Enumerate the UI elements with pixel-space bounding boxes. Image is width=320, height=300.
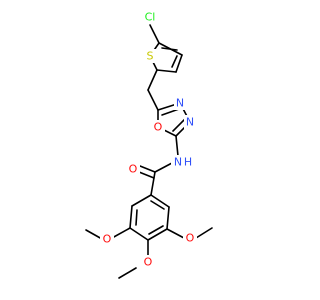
bond-benz-6-1 <box>150 194 170 208</box>
bond-carbonyl-o <box>139 165 156 173</box>
carbonyl-o-atom: O <box>126 162 140 176</box>
bond-carbonyl-ring <box>150 171 156 196</box>
bond-c4-c5-double <box>161 47 178 51</box>
bond-ring-ome-left <box>111 227 131 239</box>
methoxy-bottom-o-label: O <box>144 256 153 269</box>
methoxy-bottom-o-atom: O <box>141 255 155 269</box>
bond-carbonyl-o-double <box>138 171 155 179</box>
oxadiazole-n4-atom: N <box>174 96 187 110</box>
oxadiazole-o1-atom: O <box>151 120 165 134</box>
bond-benz-4-5-double <box>148 225 164 235</box>
oxadiazole-n3-atom: N <box>184 115 197 129</box>
sulfur-label: S <box>147 50 154 63</box>
bond-ring-ome-right <box>166 228 185 239</box>
bond-n3-c2ox-double <box>172 118 186 132</box>
chlorine-atom: Cl <box>140 10 160 24</box>
oxadiazole-n4-label: N <box>176 97 184 110</box>
carbonyl-o-label: O <box>129 163 138 176</box>
bond-cl-c5 <box>149 24 160 44</box>
bond-nh-carbonyl <box>154 162 173 173</box>
bond-c2-ch2 <box>147 69 158 91</box>
bonds <box>85 24 213 279</box>
methoxy-right-o-atom: O <box>183 231 197 245</box>
bond-c3-c4 <box>175 54 183 73</box>
molecule-structure: Cl S N N O N H O O <box>85 10 213 279</box>
bond-ome-bottom-ch3 <box>118 267 137 279</box>
bond-benz-6-1-double <box>150 200 165 210</box>
bond-c3-c4-double <box>171 55 178 68</box>
bond-ome-left-ch3 <box>85 229 103 240</box>
amide-n-label: N <box>174 156 182 169</box>
bond-benz-2-3-double <box>135 209 138 226</box>
amide-nh-atom: N H <box>171 155 195 169</box>
oxadiazole-n3-label: N <box>186 116 194 129</box>
chlorine-label: Cl <box>145 11 156 24</box>
methoxy-left-o-atom: O <box>100 232 114 246</box>
amide-h-label: H <box>184 156 192 169</box>
oxadiazole-o1-label: O <box>154 121 163 134</box>
sulfur-atom: S <box>143 49 157 63</box>
bond-benz-1-2 <box>131 194 152 207</box>
bond-c2-c3 <box>156 69 177 73</box>
bond-benz-4-5 <box>147 228 168 241</box>
bond-c2ox-nh <box>175 135 179 157</box>
bond-ch2-oxadiazole <box>147 89 159 111</box>
bond-benz-3-4 <box>129 227 149 241</box>
methoxy-right-o-label: O <box>186 232 195 245</box>
bond-ome-right-ch3 <box>195 227 213 239</box>
bond-benz-5-6 <box>166 206 170 230</box>
atom-labels: Cl S N N O N H O O <box>100 10 197 269</box>
bond-benz-2-3 <box>129 205 133 229</box>
methoxy-left-o-label: O <box>103 233 112 246</box>
